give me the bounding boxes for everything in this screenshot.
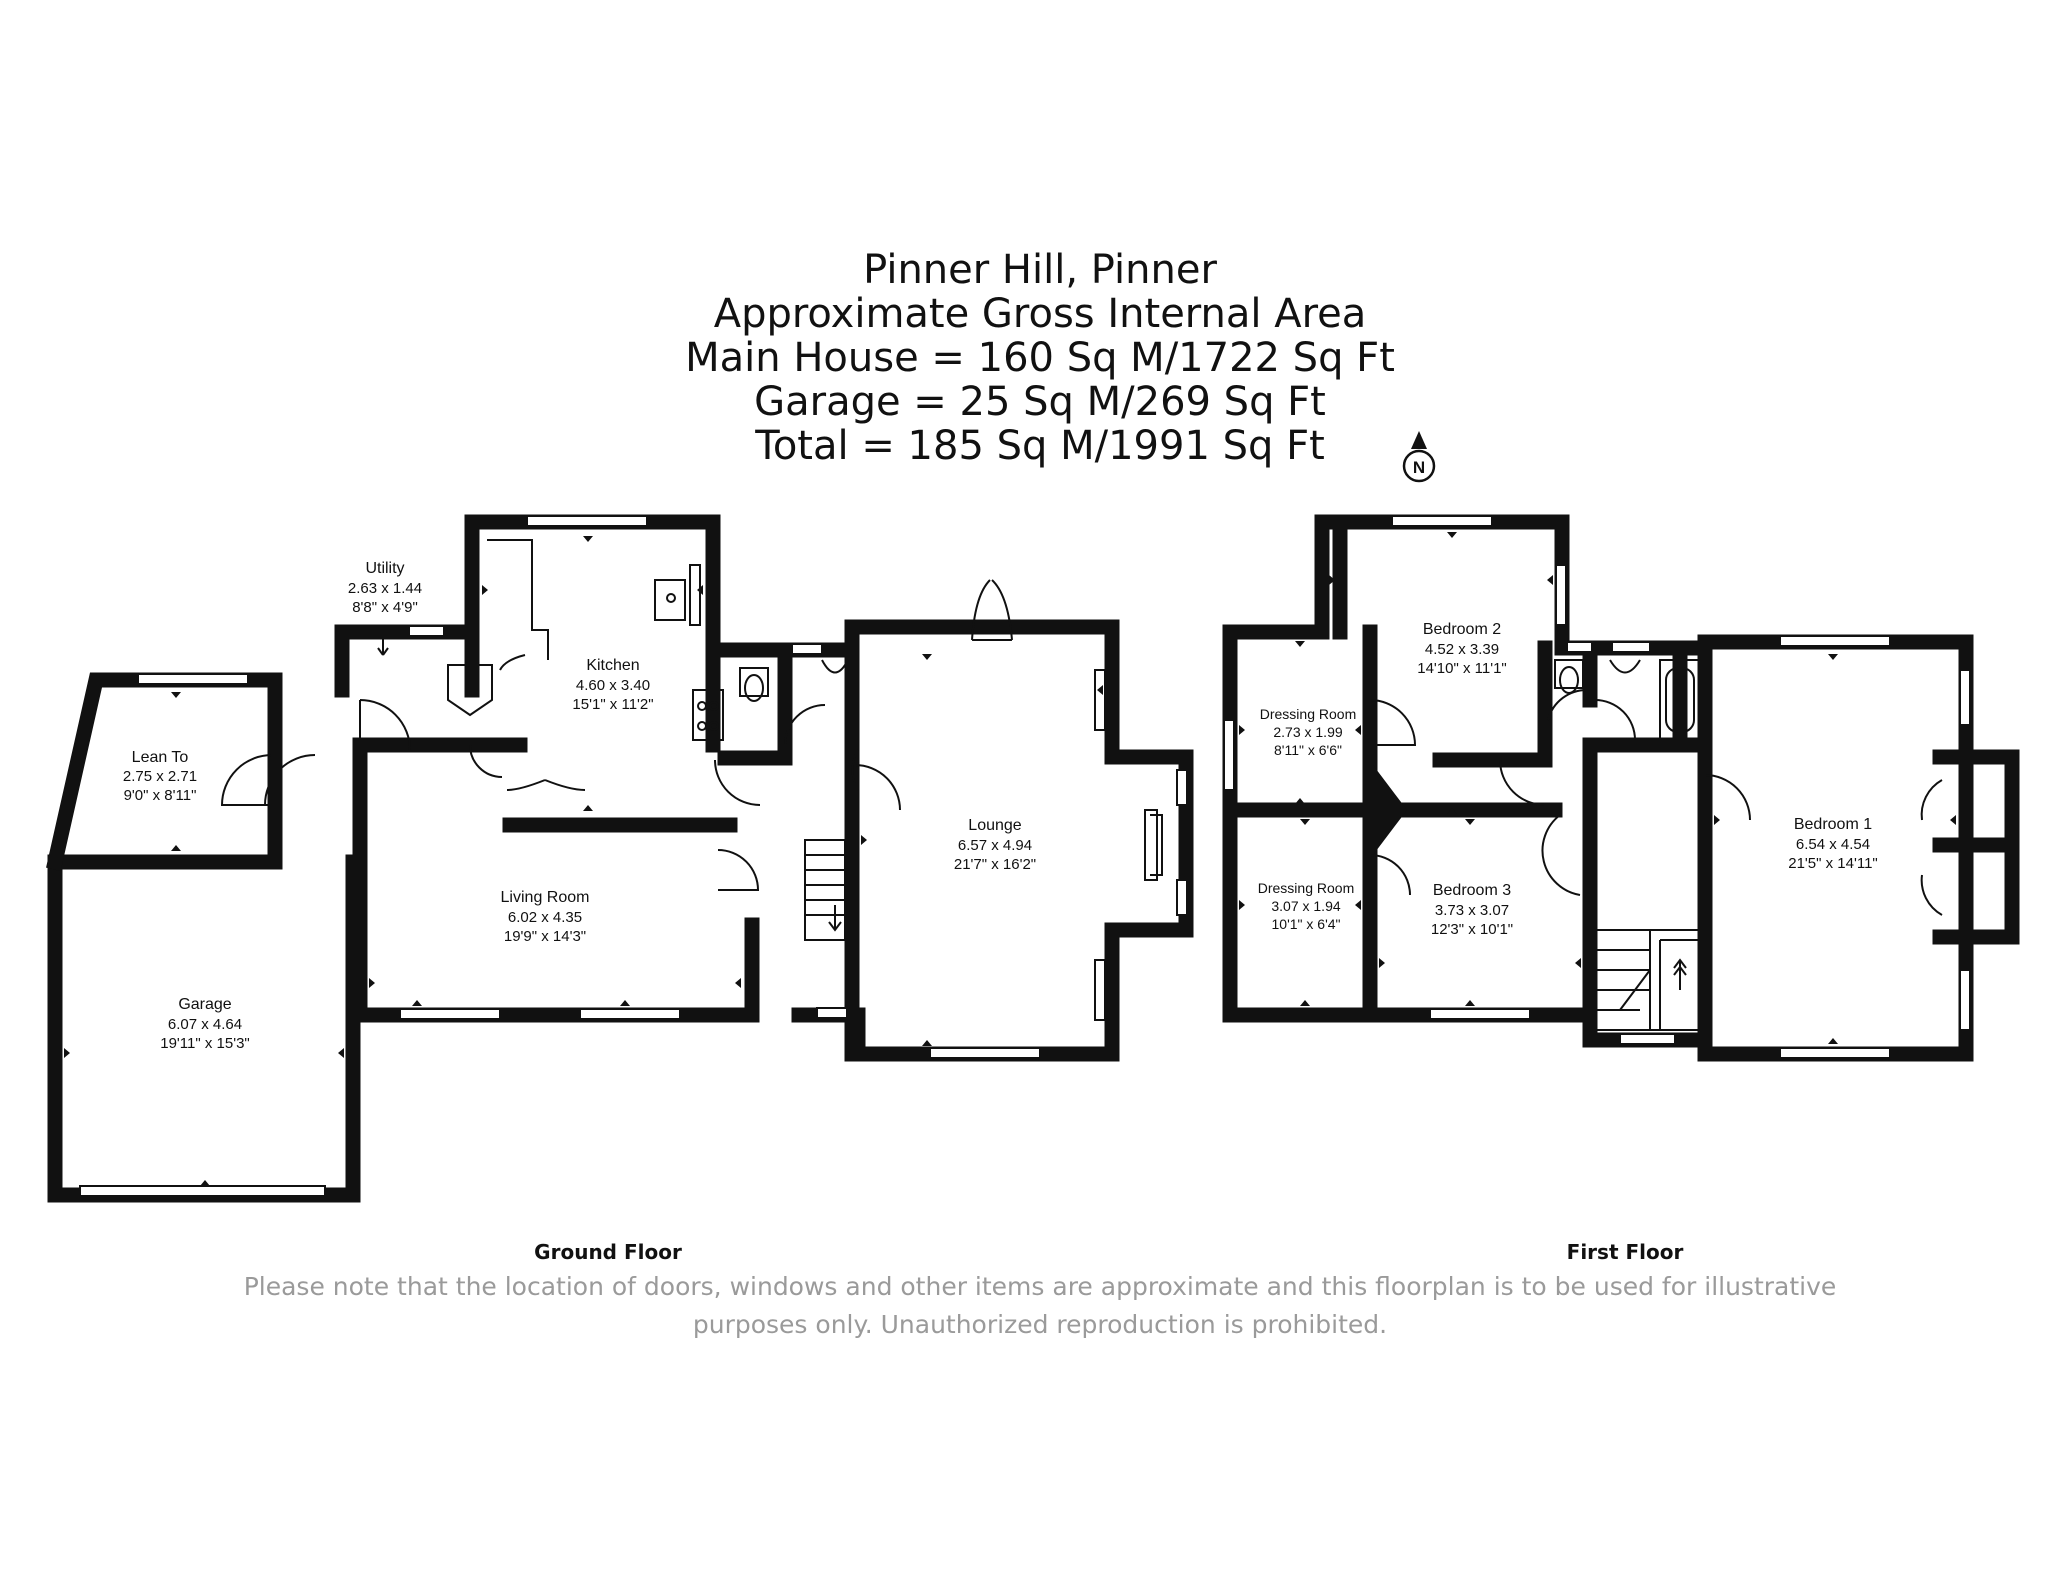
svg-text:Lounge: Lounge xyxy=(968,817,1021,834)
svg-text:Kitchen: Kitchen xyxy=(586,657,639,674)
ground-floor-label: Ground Floor xyxy=(534,1240,682,1264)
svg-text:4.52 x 3.39: 4.52 x 3.39 xyxy=(1425,641,1499,658)
area-heading: Approximate Gross Internal Area xyxy=(713,291,1367,337)
ground-floor-plan xyxy=(46,514,1194,1203)
svg-text:10'1" x 6'4": 10'1" x 6'4" xyxy=(1272,916,1341,932)
property-name: Pinner Hill, Pinner xyxy=(863,247,1217,293)
garage-area: Garage = 25 Sq M/269 Sq Ft xyxy=(754,379,1326,425)
svg-text:21'5" x 14'11": 21'5" x 14'11" xyxy=(1788,855,1878,872)
svg-text:4.60 x 3.40: 4.60 x 3.40 xyxy=(576,677,650,694)
room-bedroom3-label: Bedroom 3 3.73 x 3.07 12'3" x 10'1" xyxy=(1431,882,1513,938)
room-bedroom1-label: Bedroom 1 6.54 x 4.54 21'5" x 14'11" xyxy=(1788,816,1878,872)
svg-text:Living Room: Living Room xyxy=(501,889,590,906)
svg-text:Utility: Utility xyxy=(365,560,404,577)
room-bedroom2-label: Bedroom 2 4.52 x 3.39 14'10" x 11'1" xyxy=(1417,621,1507,677)
svg-text:Dressing Room: Dressing Room xyxy=(1258,880,1354,896)
svg-text:Bedroom 3: Bedroom 3 xyxy=(1433,882,1511,899)
svg-text:Lean To: Lean To xyxy=(132,749,189,766)
svg-text:19'9" x 14'3": 19'9" x 14'3" xyxy=(504,928,586,945)
compass-label: N xyxy=(1413,458,1425,477)
ground-main-walls xyxy=(334,514,1194,1062)
plan-header: Pinner Hill, Pinner Approximate Gross In… xyxy=(0,248,2048,468)
svg-text:Dressing Room: Dressing Room xyxy=(1260,706,1356,722)
first-main-walls xyxy=(1222,514,2020,1062)
svg-text:Bedroom 2: Bedroom 2 xyxy=(1423,621,1501,638)
room-kitchen-label: Kitchen 4.60 x 3.40 15'1" x 11'2" xyxy=(572,657,653,713)
svg-text:Bedroom 1: Bedroom 1 xyxy=(1794,816,1872,833)
svg-text:19'11" x 15'3": 19'11" x 15'3" xyxy=(160,1035,250,1052)
room-dressing-room-2-label: Dressing Room 3.07 x 1.94 10'1" x 6'4" xyxy=(1258,880,1354,932)
svg-text:15'1" x 11'2": 15'1" x 11'2" xyxy=(572,696,653,713)
svg-text:6.07 x 4.64: 6.07 x 4.64 xyxy=(168,1016,242,1033)
first-fixtures xyxy=(1363,659,1706,1031)
svg-text:2.63 x 1.44: 2.63 x 1.44 xyxy=(348,580,422,597)
svg-text:8'11" x 6'6": 8'11" x 6'6" xyxy=(1274,742,1342,758)
disclaimer-line-1: Please note that the location of doors, … xyxy=(243,1272,1837,1301)
main-house-area: Main House = 160 Sq M/1722 Sq Ft xyxy=(685,335,1395,381)
svg-text:2.73 x 1.99: 2.73 x 1.99 xyxy=(1273,724,1342,740)
lean-to-walls xyxy=(46,672,283,871)
ground-fixtures xyxy=(264,539,1163,941)
disclaimer-note: Please note that the location of doors, … xyxy=(0,1268,2048,1344)
svg-text:8'8" x 4'9": 8'8" x 4'9" xyxy=(352,599,418,616)
svg-text:14'10" x 11'1": 14'10" x 11'1" xyxy=(1417,660,1507,677)
svg-text:6.57 x 4.94: 6.57 x 4.94 xyxy=(958,837,1032,854)
svg-text:6.02 x 4.35: 6.02 x 4.35 xyxy=(508,909,582,926)
room-lean-to-label: Lean To 2.75 x 2.71 9'0" x 8'11" xyxy=(123,749,197,804)
svg-text:3.07 x 1.94: 3.07 x 1.94 xyxy=(1271,898,1340,914)
first-doors xyxy=(1369,688,1943,916)
room-utility-label: Utility 2.63 x 1.44 8'8" x 4'9" xyxy=(348,560,422,616)
total-area: Total = 185 Sq M/1991 Sq Ft xyxy=(755,423,1325,469)
room-labels: Utility 2.63 x 1.44 8'8" x 4'9" Kitchen … xyxy=(123,560,1878,1052)
north-compass-icon: N xyxy=(1402,431,1436,483)
room-lounge-label: Lounge 6.57 x 4.94 21'7" x 16'2" xyxy=(954,817,1036,873)
svg-text:2.75 x 2.71: 2.75 x 2.71 xyxy=(123,768,197,785)
svg-text:6.54 x 4.54: 6.54 x 4.54 xyxy=(1796,836,1870,853)
room-dressing-room-1-label: Dressing Room 2.73 x 1.99 8'11" x 6'6" xyxy=(1260,706,1356,758)
disclaimer-line-2: purposes only. Unauthorized reproduction… xyxy=(692,1310,1388,1339)
first-floor-plan xyxy=(1222,514,2020,1062)
room-garage-label: Garage 6.07 x 4.64 19'11" x 15'3" xyxy=(160,996,250,1052)
svg-text:21'7" x 16'2": 21'7" x 16'2" xyxy=(954,856,1036,873)
svg-text:9'0" x 8'11": 9'0" x 8'11" xyxy=(124,787,197,804)
first-floor-label: First Floor xyxy=(1566,1240,1684,1264)
svg-text:Garage: Garage xyxy=(178,996,231,1013)
room-living-room-label: Living Room 6.02 x 4.35 19'9" x 14'3" xyxy=(501,889,590,945)
svg-text:12'3" x 10'1": 12'3" x 10'1" xyxy=(1431,921,1513,938)
svg-text:3.73 x 3.07: 3.73 x 3.07 xyxy=(1435,902,1509,919)
